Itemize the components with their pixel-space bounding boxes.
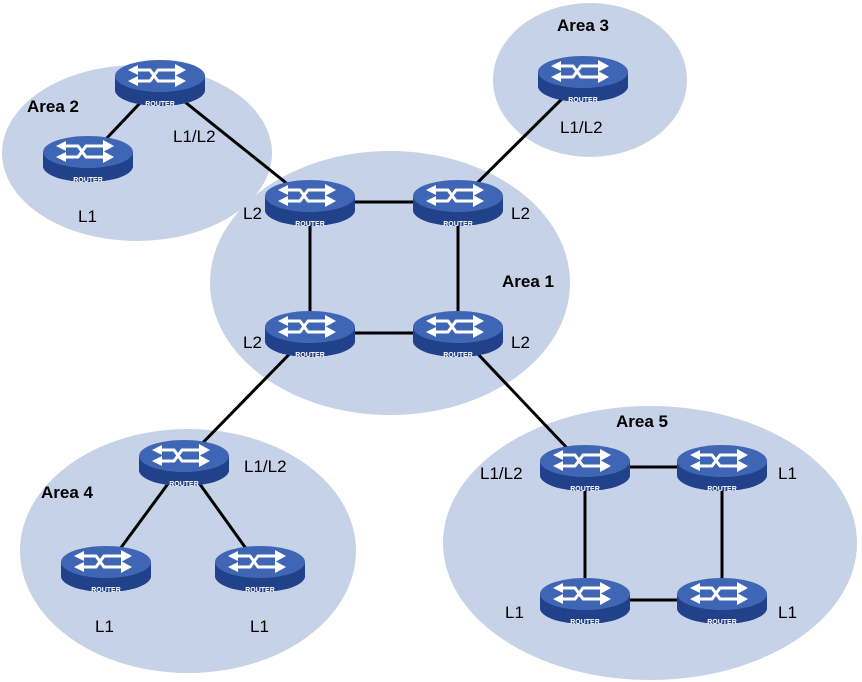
router-icon: [411, 178, 505, 228]
router-icon: [263, 309, 357, 359]
router-a4-l1l2[interactable]: ROUTER: [137, 438, 231, 488]
router-device-label: ROUTER: [295, 221, 325, 228]
area-4-region: [20, 429, 356, 673]
router-a2-l1l2[interactable]: ROUTER: [113, 58, 207, 108]
router-a2-l1[interactable]: ROUTER: [41, 134, 135, 184]
router-device-label: ROUTER: [91, 587, 121, 594]
router-device-label: ROUTER: [707, 619, 737, 626]
router-device-label: ROUTER: [169, 481, 199, 488]
router-a5-br[interactable]: ROUTER: [675, 576, 769, 626]
router-icon: [59, 544, 153, 594]
router-a4-l1-right[interactable]: ROUTER: [213, 544, 307, 594]
area-3-label: Area 3: [557, 16, 609, 35]
router-a4-l1-left[interactable]: ROUTER: [59, 544, 153, 594]
router-icon: [263, 178, 357, 228]
area-2-label: Area 2: [27, 97, 79, 116]
level-label-a5-tr: L1: [778, 464, 797, 483]
router-device-label: ROUTER: [443, 352, 473, 359]
router-icon: [113, 58, 207, 108]
router-icon: [137, 438, 231, 488]
router-device-label: ROUTER: [73, 177, 103, 184]
level-label-a1-tl: L2: [243, 204, 262, 223]
router-a1-tr[interactable]: ROUTER: [411, 178, 505, 228]
router-device-label: ROUTER: [245, 587, 275, 594]
router-device-label: ROUTER: [570, 619, 600, 626]
level-label-a5-bl: L1: [505, 603, 524, 622]
area-4-label: Area 4: [41, 483, 94, 502]
router-a3-l1l2[interactable]: ROUTER: [536, 54, 630, 104]
router-icon: [675, 576, 769, 626]
level-label-a4-l1l2: L1/L2: [244, 457, 287, 476]
level-label-a4-l1-left: L1: [95, 617, 114, 636]
link-area1-area5: [456, 331, 587, 469]
router-icon: [411, 309, 505, 359]
router-icon: [675, 443, 769, 493]
router-device-label: ROUTER: [145, 101, 175, 108]
level-label-a5-br: L1: [778, 603, 797, 622]
level-label-a2-l1: L1: [78, 207, 97, 226]
router-icon: [538, 443, 632, 493]
router-icon: [41, 134, 135, 184]
level-label-a5-tl: L1/L2: [480, 464, 523, 483]
level-label-a1-tr: L2: [511, 204, 530, 223]
router-a1-br[interactable]: ROUTER: [411, 309, 505, 359]
level-label-a3-l1l2: L1/L2: [560, 118, 603, 137]
router-device-label: ROUTER: [443, 221, 473, 228]
router-icon: [536, 54, 630, 104]
router-a1-bl[interactable]: ROUTER: [263, 309, 357, 359]
area-2-region: [2, 65, 272, 241]
area-5-region: [443, 406, 857, 680]
router-icon: [538, 576, 632, 626]
level-label-a2-l1l2: L1/L2: [173, 127, 216, 146]
level-label-a4-l1-right: L1: [250, 617, 269, 636]
area-1-label: Area 1: [502, 272, 554, 291]
router-device-label: ROUTER: [570, 486, 600, 493]
router-icon: [213, 544, 307, 594]
level-label-a1-br: L2: [511, 333, 530, 352]
router-device-label: ROUTER: [568, 97, 598, 104]
area-5-label: Area 5: [616, 412, 668, 431]
router-a5-tl[interactable]: ROUTER: [538, 443, 632, 493]
level-label-a1-bl: L2: [243, 333, 262, 352]
router-a1-tl[interactable]: ROUTER: [263, 178, 357, 228]
router-a5-tr[interactable]: ROUTER: [675, 443, 769, 493]
router-device-label: ROUTER: [707, 486, 737, 493]
router-device-label: ROUTER: [295, 352, 325, 359]
router-a5-bl[interactable]: ROUTER: [538, 576, 632, 626]
